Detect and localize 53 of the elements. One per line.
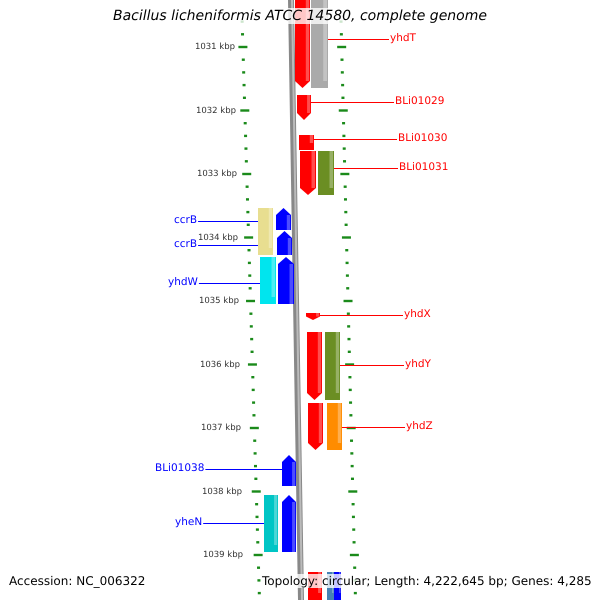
gene-label: ccrB [174,214,198,227]
gene-label: yheN [175,516,202,529]
gene-label: BLi01031 [399,161,448,174]
category-bar [327,403,342,450]
gene-block [307,332,322,400]
gene-label: yhdY [405,358,431,371]
diagram-title: Bacillus licheniformis ATCC 14580, complete genome [113,8,487,24]
leader-line [314,139,398,140]
category-bar [325,332,340,400]
gene-block [297,95,311,120]
gene-label: ccrB [174,238,198,251]
gene-block [277,231,292,255]
gene-block [282,495,296,552]
leader-line [342,427,406,428]
gene-block [306,313,320,320]
leader-line [340,365,404,366]
gene-label: yhdW [168,276,198,289]
leader-line [334,168,398,169]
position-label: 1035 kbp [198,296,239,306]
position-label: 1036 kbp [198,360,240,370]
category-bar [260,257,276,304]
gene-label: BLi01029 [395,95,444,108]
gene-label: BLi01030 [398,132,448,145]
gene-block [278,257,294,304]
position-label: 1032 kbp [194,106,236,116]
genome-stats-text: Topology: circular; Length: 4,222,645 bp; Genes: 4,285 [262,574,592,588]
gene-block [308,403,323,450]
gene-block [300,151,316,195]
leader-line [310,102,394,103]
position-label: 1038 kbp [200,486,242,496]
leader-line [204,469,282,470]
position-label: 1034 kbp [196,232,238,242]
gene-label: yhdZ [406,420,433,433]
leader-line [202,523,264,524]
leader-line [328,39,390,40]
category-bar [258,208,273,255]
position-label: 1037 kbp [200,423,241,433]
gene-block [299,135,314,150]
position-label: 1039 kbp [202,550,243,560]
gene-block [276,208,291,230]
accession-text: Accession: NC_006322 [9,574,146,588]
leader-line [198,283,260,284]
leader-line [320,315,404,316]
category-bar [264,495,278,552]
gene-label: yhdX [404,308,431,321]
gene-label: yhdT [390,32,416,45]
gene-block [282,455,296,486]
category-bar [318,151,334,195]
leader-line [198,245,258,246]
leader-line [198,221,258,222]
gene-label: BLi01038 [155,462,204,475]
position-label: 1033 kbp [196,169,237,179]
position-label: 1031 kbp [194,42,235,52]
